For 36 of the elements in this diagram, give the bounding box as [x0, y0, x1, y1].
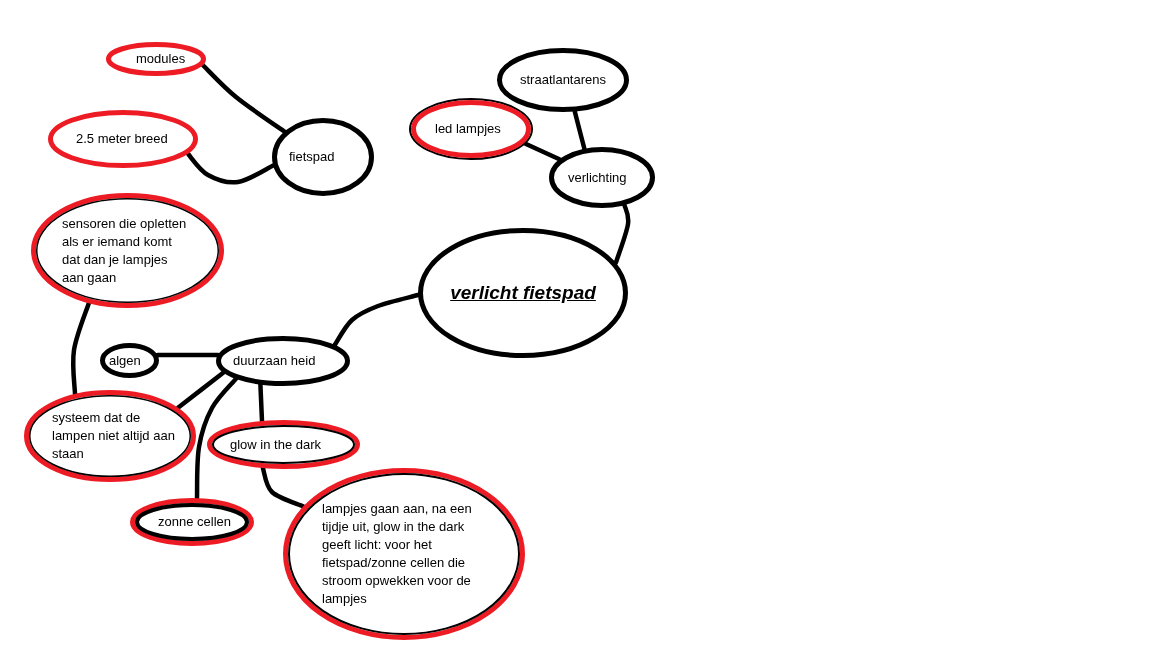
ellipse-node [48, 110, 198, 168]
ellipse-node [130, 498, 254, 546]
node-text: glow in the dark [230, 435, 323, 454]
connector-line [523, 141, 562, 162]
node-text: modules [136, 50, 187, 68]
ellipse-node [24, 390, 196, 482]
ellipse-node [216, 336, 350, 386]
ellipse-node [106, 42, 206, 76]
node-text: straatlantarens [520, 71, 607, 89]
node-text: led lampjes [435, 120, 502, 138]
node-text: zonne cellen [158, 513, 232, 531]
ellipse-node [207, 420, 360, 469]
connector-line [200, 62, 287, 134]
connector-line [185, 151, 276, 185]
ellipse-node [272, 118, 374, 196]
ellipse-node [100, 343, 159, 378]
node-text: duurzaan heid [233, 352, 317, 370]
ellipse-node [409, 98, 533, 160]
connector-line [175, 370, 226, 411]
node-text: verlichting [568, 168, 628, 187]
node-text: lampjes gaan aan, na een tijdje uit, glow in the dark geeft licht: voor het fietspad/zonne cellen die stroom opwekken voor de lampjes [322, 500, 473, 608]
node-text: systeem dat de lampen niet altijd aan staan [52, 409, 176, 463]
central-topic-text: verlicht fietspad [449, 281, 597, 305]
connector-line [155, 352, 221, 358]
ellipse-node [283, 468, 525, 640]
ellipse-node [497, 48, 629, 112]
node-text: sensoren die opletten als er iemand komt dat dan je lampjes aan gaan [62, 214, 188, 287]
connector-line [572, 109, 587, 151]
ellipse-node [549, 147, 655, 208]
ellipse-node [418, 228, 628, 358]
ellipse-node [31, 193, 224, 308]
node-text: fietspad [289, 148, 336, 166]
connector-line [194, 376, 239, 501]
node-text: algen [109, 351, 142, 370]
node-text: 2.5 meter breed [76, 130, 169, 148]
connector-line [70, 300, 92, 397]
